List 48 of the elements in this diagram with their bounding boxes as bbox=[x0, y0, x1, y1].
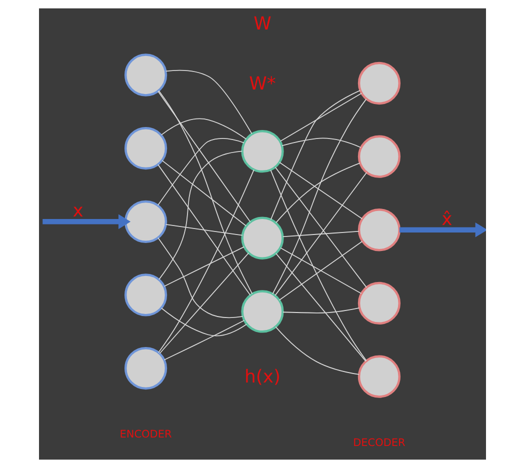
connector bbox=[163, 246, 244, 287]
node-circle bbox=[124, 274, 167, 316]
node-circle bbox=[357, 135, 400, 178]
connector bbox=[164, 70, 252, 134]
label: h(x) bbox=[244, 366, 280, 388]
node-circle bbox=[240, 216, 284, 260]
connector bbox=[157, 164, 250, 296]
connector bbox=[160, 308, 246, 336]
node-circle bbox=[124, 127, 167, 170]
connector bbox=[281, 138, 361, 148]
edge-label: x̂ bbox=[441, 208, 452, 230]
edge-label: x bbox=[72, 200, 83, 222]
connector bbox=[163, 320, 244, 360]
connector bbox=[158, 90, 252, 294]
node-circle bbox=[357, 282, 400, 325]
connector bbox=[270, 170, 366, 362]
connector bbox=[157, 90, 250, 222]
connector bbox=[270, 90, 360, 220]
node-circle bbox=[124, 200, 167, 243]
connector bbox=[282, 307, 360, 314]
connector bbox=[274, 326, 360, 375]
connector bbox=[272, 98, 366, 294]
connector bbox=[164, 224, 242, 236]
node-circle bbox=[357, 62, 400, 105]
connector bbox=[160, 118, 246, 140]
node-circle bbox=[124, 54, 167, 96]
node-circle bbox=[240, 290, 284, 333]
node-circle bbox=[357, 208, 400, 252]
connector bbox=[156, 138, 244, 206]
connector bbox=[275, 253, 366, 362]
connector bbox=[157, 237, 243, 318]
label: ENCODER bbox=[119, 428, 172, 441]
label: DECODER bbox=[352, 436, 405, 449]
connector bbox=[158, 169, 254, 353]
connector bbox=[158, 150, 242, 280]
connector bbox=[161, 160, 246, 226]
connector bbox=[279, 92, 362, 142]
arrow bbox=[42, 214, 130, 230]
node-circle bbox=[124, 346, 167, 390]
connector bbox=[158, 252, 249, 354]
label: W bbox=[253, 14, 271, 35]
arrow bbox=[398, 222, 486, 238]
node-circle bbox=[357, 355, 400, 398]
connector bbox=[278, 240, 362, 301]
node-circle bbox=[240, 130, 284, 173]
label: W* bbox=[248, 73, 276, 94]
connector bbox=[282, 230, 359, 238]
connector bbox=[280, 247, 362, 294]
